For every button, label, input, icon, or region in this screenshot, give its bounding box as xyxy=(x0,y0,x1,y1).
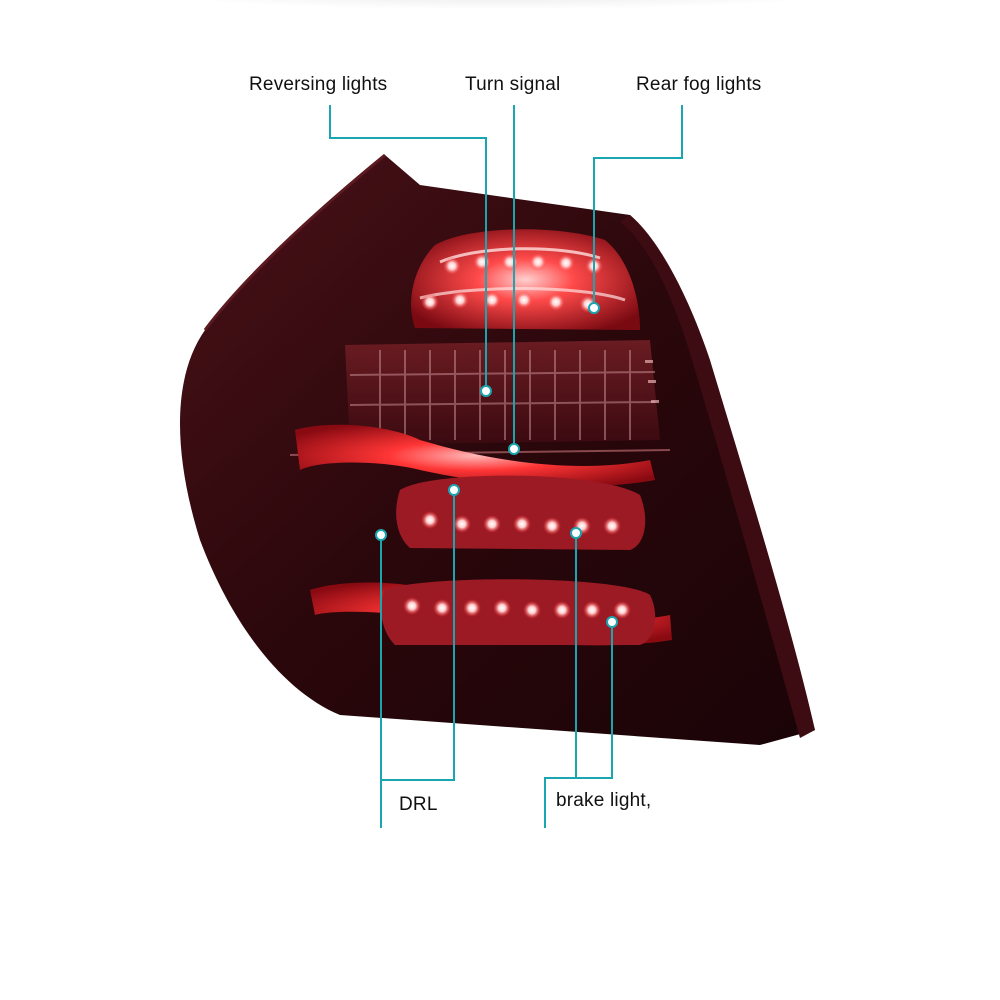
housing-rim xyxy=(620,215,815,738)
top-lamp xyxy=(411,229,640,330)
dot-reversing xyxy=(480,385,492,397)
callout-dots xyxy=(375,302,618,628)
label-rear-fog-lights: Rear fog lights xyxy=(636,74,762,95)
label-drl: DRL xyxy=(399,794,438,815)
dot-brake-1 xyxy=(570,527,582,539)
brake-pod-lower xyxy=(381,579,656,645)
dot-drl-2 xyxy=(448,484,460,496)
callout-lines xyxy=(329,105,683,828)
drl-bar-upper xyxy=(295,424,655,487)
top-shadow xyxy=(130,0,870,10)
label-reversing-lights: Reversing lights xyxy=(249,74,388,95)
label-brake-light: brake light, xyxy=(556,790,652,811)
label-turn-signal: Turn signal xyxy=(465,74,561,95)
reflector-block xyxy=(345,340,660,445)
dot-turn xyxy=(508,443,520,455)
dot-brake-2 xyxy=(606,616,618,628)
dot-drl-1 xyxy=(375,529,387,541)
led-dots xyxy=(403,253,631,619)
dot-fog xyxy=(588,302,600,314)
housing-edge-highlight xyxy=(203,153,386,331)
